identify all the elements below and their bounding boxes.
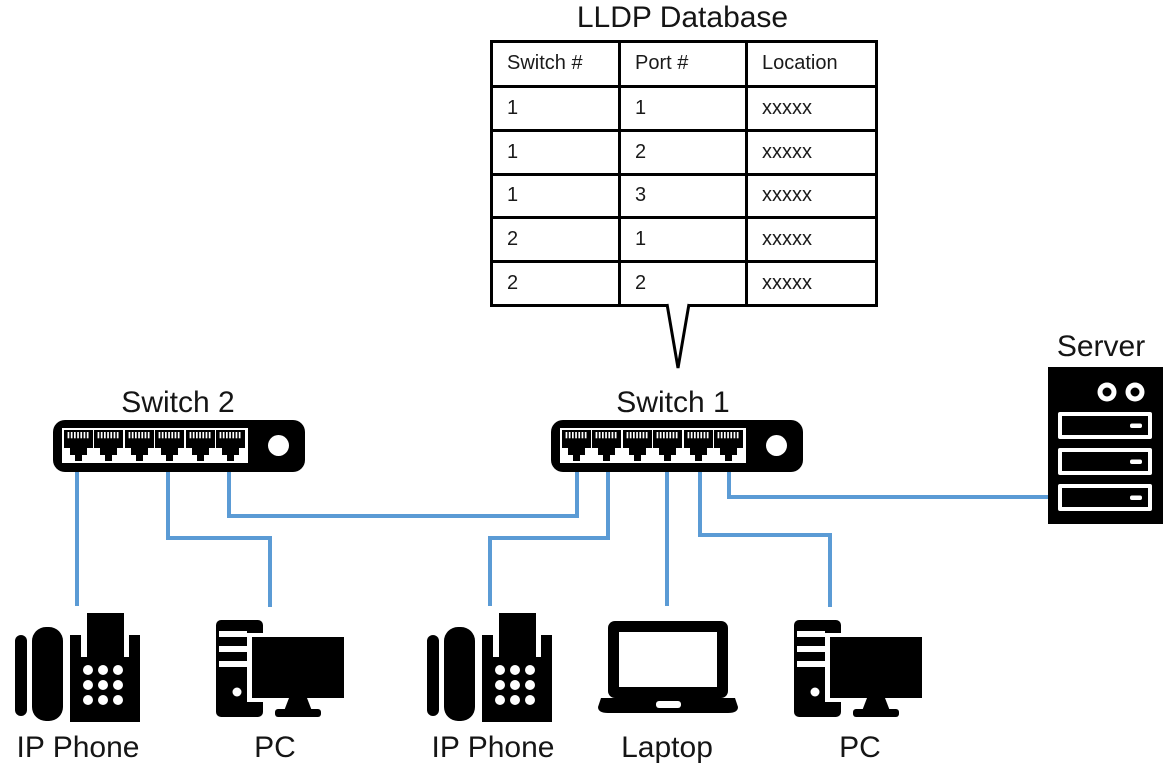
status-light-icon [268,435,289,456]
switch-1-ports [560,428,746,463]
cell-port: 2 [618,260,748,307]
cell-location: xxxxx [745,216,878,264]
diagram-title: LLDP Database [576,1,789,34]
cell-switch: 1 [490,128,621,176]
rj45-port-icon [186,430,215,462]
cell-switch: 2 [490,260,621,307]
link-switch2-p4-pc1 [166,465,272,607]
server-label: Server [1056,330,1146,363]
lldp-table: Switch # Port # Location 1 1 xxxxx 1 2 x… [490,40,878,307]
ip-phone-1-label: IP Phone [16,731,140,764]
rj45-port-icon [562,430,591,462]
header-switch: Switch # [490,40,621,88]
pc-2-icon [794,618,926,718]
cell-location: xxxxx [745,128,878,176]
laptop-label: Laptop [621,731,713,764]
table-header-row: Switch # Port # Location [490,40,878,88]
table-row: 1 1 xxxxx [490,84,878,132]
rj45-port-icon [592,430,621,462]
ip-phone-2-icon [424,608,554,724]
table-row: 1 2 xxxxx [490,128,878,176]
ip-phone-2-label: IP Phone [431,731,555,764]
pc-1-icon [216,618,348,718]
rj45-port-icon [125,430,154,462]
rj45-port-icon [653,430,682,462]
switch-2-ports [62,428,248,463]
cell-switch: 2 [490,216,621,264]
rj45-port-icon [714,430,743,462]
cell-location: xxxxx [745,260,878,307]
table-row: 2 2 xxxxx [490,260,878,307]
table-row: 2 1 xxxxx [490,216,878,264]
switch-2-label: Switch 2 [121,386,235,419]
link-switch1-p6-server [727,465,1052,499]
rj45-port-icon [94,430,123,462]
pc-1-label: PC [254,731,296,764]
rj45-port-icon [684,430,713,462]
switch-1-label: Switch 1 [616,386,730,419]
link-switch2-p6-switch1-p1 [227,465,579,518]
link-switch1-p2-ipphone2 [488,465,610,606]
rj45-port-icon [623,430,652,462]
cell-location: xxxxx [745,84,878,132]
rj45-port-icon [64,430,93,462]
table-row: 1 3 xxxxx [490,172,878,220]
status-light-icon [766,435,787,456]
switch-2-icon [53,420,305,472]
header-port: Port # [618,40,748,88]
cell-switch: 1 [490,172,621,220]
pc-2-label: PC [839,731,881,764]
callout-tail [665,303,691,369]
link-switch1-p5-pc2 [698,465,832,607]
cell-port: 3 [618,172,748,220]
cell-port: 1 [618,84,748,132]
cell-port: 1 [618,216,748,264]
switch-1-icon [551,420,803,472]
header-location: Location [745,40,878,88]
ip-phone-1-icon [12,608,142,724]
cell-location: xxxxx [745,172,878,220]
cell-port: 2 [618,128,748,176]
rj45-port-icon [216,430,245,462]
rj45-port-icon [155,430,184,462]
laptop-icon [598,620,738,715]
server-icon [1048,367,1163,524]
cell-switch: 1 [490,84,621,132]
